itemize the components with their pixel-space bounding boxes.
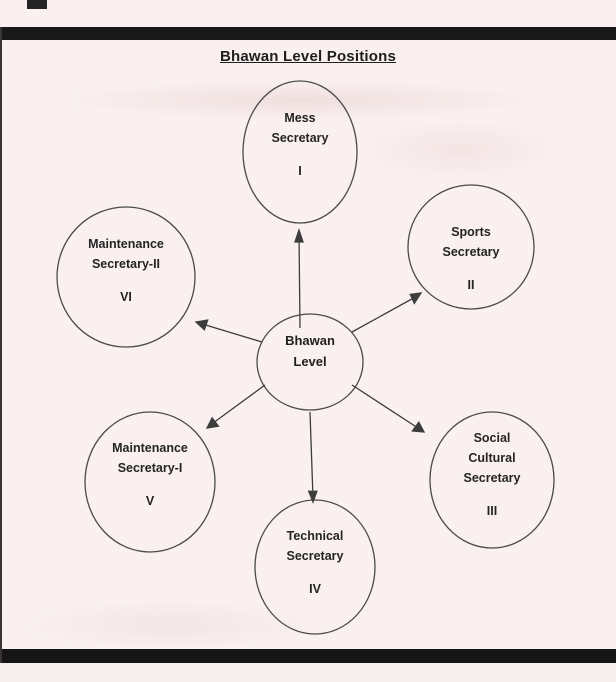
connector-to-social-cultural-secretary [351, 384, 426, 433]
node-numeral: IV [309, 582, 321, 596]
center-label-line: Level [293, 354, 327, 369]
node-label-line: Technical [286, 529, 344, 543]
connector-to-technical-secretary [307, 411, 318, 504]
scan-artifact-top-bar [0, 27, 616, 40]
scan-artifact-bottom-bar [0, 649, 616, 663]
node-sports-secretary: Sports Secretary II [406, 222, 536, 295]
node-label-line: Cultural [468, 451, 516, 465]
node-mess-secretary: Mess Secretary I [235, 108, 365, 181]
scan-artifact-mark [27, 0, 47, 9]
node-label-line: Secretary [286, 549, 344, 563]
node-maintenance-secretary-1: Maintenance Secretary-I V [85, 438, 215, 511]
ellipse-maintenance-secretary-1 [84, 411, 216, 553]
diagram-title: Bhawan Level Positions [219, 48, 397, 65]
node-label-line: Mess [284, 111, 316, 125]
node-numeral: I [298, 164, 302, 178]
center-label-line: Bhawan [285, 333, 335, 348]
node-label-line: Maintenance [112, 441, 188, 455]
ellipse-maintenance-secretary-2 [56, 206, 196, 348]
node-technical-secretary: Technical Secretary IV [250, 526, 380, 599]
ellipse-technical-secretary [254, 499, 376, 635]
node-label-line: Sports [451, 225, 491, 239]
node-label-line: Social [473, 431, 511, 445]
ellipse-sports-secretary [407, 184, 535, 310]
node-numeral: II [467, 278, 475, 292]
node-numeral: VI [120, 290, 132, 304]
scan-artifact-left-edge [0, 27, 2, 663]
node-label-line: Secretary [463, 471, 521, 485]
connector-to-sports-secretary [351, 292, 423, 333]
connector-to-maintenance-secretary-2 [194, 319, 263, 343]
ellipse-mess-secretary [242, 80, 358, 224]
ellipse-bhawan-level-center [256, 313, 364, 411]
node-maintenance-secretary-2: Maintenance Secretary-II VI [61, 234, 191, 307]
node-numeral: V [145, 494, 155, 508]
ellipse-social-cultural-secretary [429, 411, 555, 549]
connector-to-mess-secretary [294, 227, 304, 329]
connector-to-maintenance-secretary-1 [205, 384, 266, 429]
node-label-line: Secretary-I [117, 461, 183, 475]
node-social-cultural-secretary: Social Cultural Secretary III [427, 428, 557, 521]
node-bhawan-level-center: Bhawan Level [255, 330, 365, 372]
node-label-line: Secretary [442, 245, 500, 259]
node-numeral: III [486, 504, 498, 518]
node-label-line: Secretary-II [91, 257, 161, 271]
node-label-line: Secretary [271, 131, 329, 145]
node-label-line: Maintenance [88, 237, 164, 251]
scan-artifact-bottom-strip [0, 663, 616, 682]
